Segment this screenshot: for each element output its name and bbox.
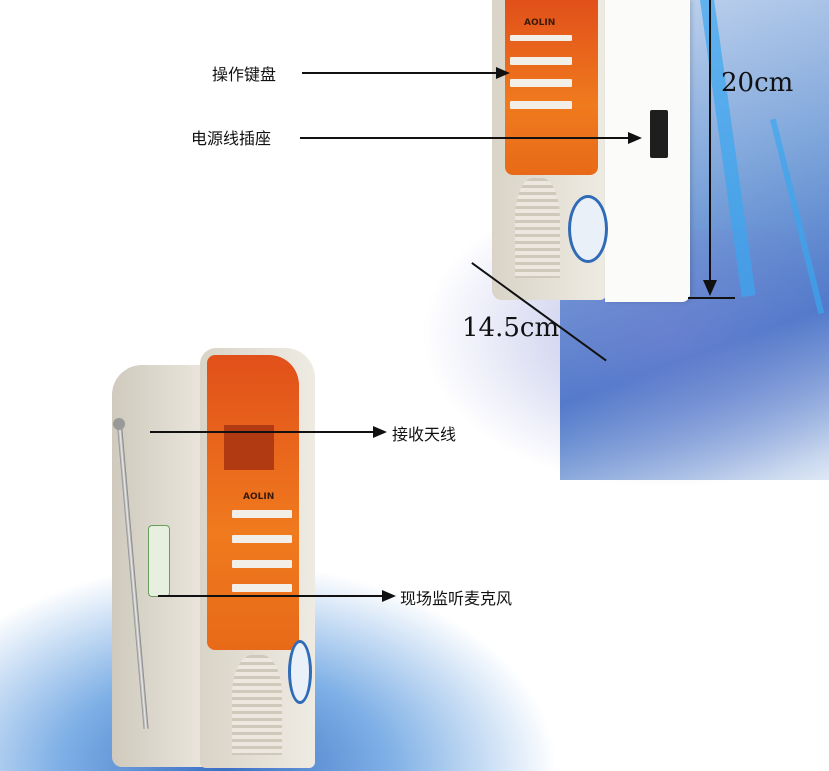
key-row [232, 560, 292, 568]
brand-logo: AOLIN [243, 492, 275, 502]
label-power-socket: 电源线插座 [191, 129, 272, 148]
key-row [232, 510, 292, 518]
pointer-line [300, 137, 630, 139]
key-row [510, 57, 572, 65]
key-row [510, 101, 572, 109]
label-microphone: 现场监听麦克风 [400, 589, 513, 608]
arrow-icon [382, 590, 396, 602]
depth-label: 14.5cm [462, 313, 560, 343]
pointer-line [150, 431, 375, 433]
key-row [510, 79, 572, 87]
label-antenna: 接收天线 [392, 425, 457, 444]
brand-logo: AOLIN [524, 18, 556, 28]
power-socket [650, 110, 668, 158]
dimension-tick [688, 297, 735, 299]
certification-seal [568, 195, 608, 263]
label-keyboard: 操作键盘 [212, 65, 277, 84]
sticker [148, 525, 170, 597]
height-label: 20cm [721, 68, 794, 98]
device-top-side [605, 0, 690, 302]
key-row [232, 535, 292, 543]
key-row [232, 584, 292, 592]
speaker-grille [515, 178, 560, 278]
orange-panel [207, 355, 299, 650]
arrow-icon [373, 426, 387, 438]
arrow-icon [628, 132, 642, 144]
orange-panel [505, 0, 598, 175]
pointer-line [158, 595, 384, 597]
arrow-icon [496, 67, 510, 79]
speaker-grille [232, 655, 282, 755]
certification-seal [288, 640, 312, 704]
arrow-down-icon [703, 280, 717, 296]
pointer-line [302, 72, 498, 74]
height-dimension-line [709, 0, 711, 290]
antenna-tip [113, 418, 125, 430]
key-row [510, 35, 572, 41]
